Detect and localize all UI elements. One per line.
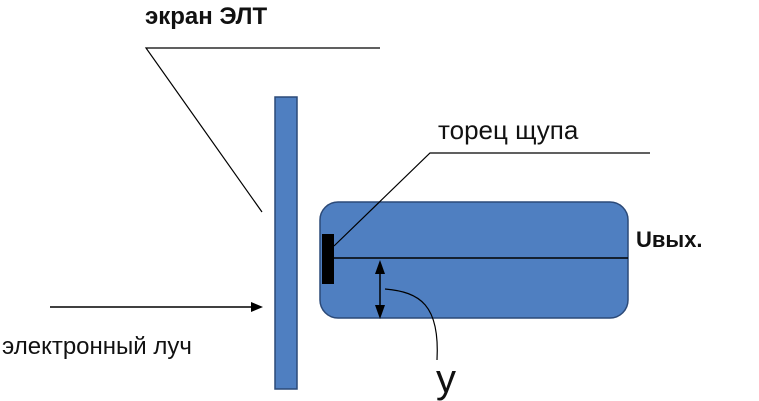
- output-voltage-label: Uвых.: [636, 227, 703, 252]
- y-label: y: [436, 357, 456, 401]
- deflection-arrowhead-up: [375, 260, 385, 274]
- probe-end-leader-line: [333, 152, 650, 247]
- deflection-arrowhead-down: [375, 305, 385, 319]
- screen-label: экран ЭЛТ: [145, 3, 267, 30]
- y-leader-curve: [384, 288, 438, 361]
- probe-body: [319, 201, 629, 319]
- probe-end-label: торец щупа: [438, 115, 579, 145]
- electron-beam-label: электронный луч: [2, 333, 192, 360]
- screen-leader-line: [144, 47, 380, 213]
- electron-beam-arrowhead: [251, 302, 263, 312]
- probe-tip: [322, 234, 334, 284]
- crt-screen-plate: [274, 96, 298, 390]
